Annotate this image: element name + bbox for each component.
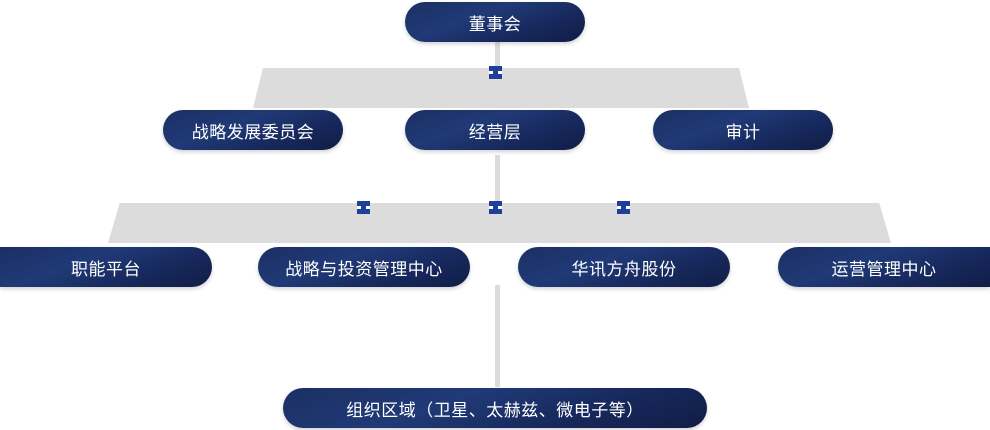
junction-marker-left-branch — [357, 201, 370, 214]
node-board[interactable]: 董事会 — [405, 2, 585, 42]
node-audit[interactable]: 审计 — [653, 110, 833, 150]
node-huaxun-fangzhou[interactable]: 华讯方舟股份 — [518, 247, 730, 287]
node-functional-platform[interactable]: 职能平台 — [0, 247, 212, 287]
node-strategy-investment[interactable]: 战略与投资管理中心 — [258, 247, 470, 287]
connector-line-level3-to-org-areas — [495, 285, 500, 387]
junction-marker-right-branch — [617, 201, 630, 214]
node-strategy-committee[interactable]: 战略发展委员会 — [163, 110, 343, 150]
node-organizational-areas[interactable]: 组织区域（卫星、太赫兹、微电子等） — [283, 388, 707, 428]
node-management[interactable]: 经营层 — [405, 110, 585, 150]
junction-marker-board-down — [489, 66, 502, 79]
connector-line-board-to-management — [495, 40, 500, 72]
junction-marker-management-down — [489, 201, 502, 214]
connector-line-management-to-level3 — [495, 155, 500, 207]
node-operations-management[interactable]: 运营管理中心 — [778, 247, 990, 287]
